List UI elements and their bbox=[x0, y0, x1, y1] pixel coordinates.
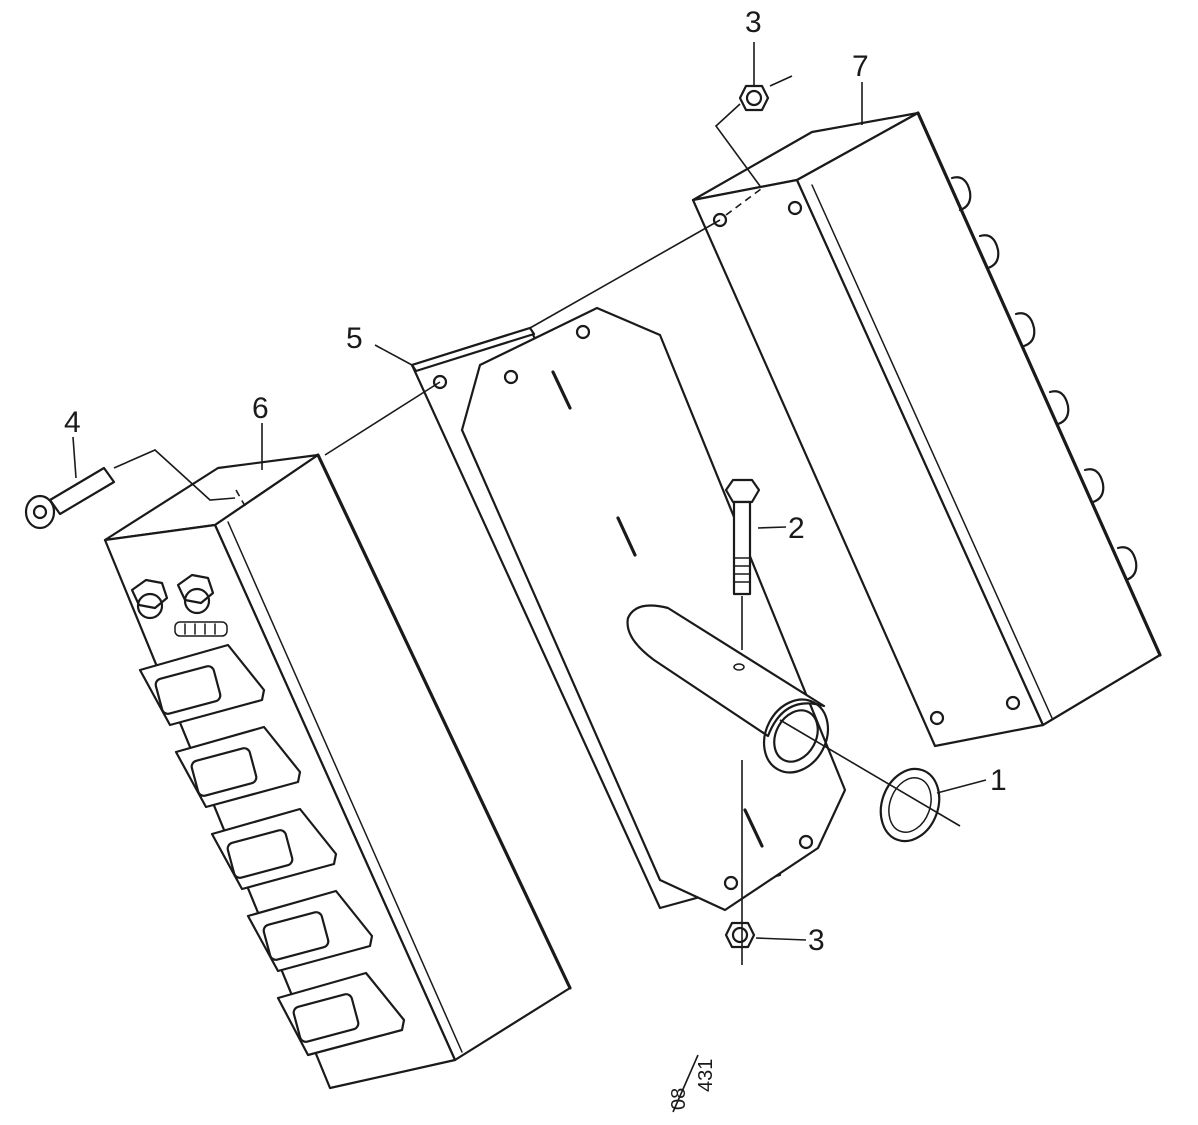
part-3-nut-top bbox=[738, 84, 770, 112]
callout-leaders bbox=[72, 42, 987, 941]
tube bbox=[626, 604, 830, 774]
part-1-retaining-ring bbox=[879, 767, 941, 843]
callout-5: 5 bbox=[346, 322, 363, 355]
part-5-mounting-plate bbox=[410, 306, 847, 912]
part-4-cap-screw bbox=[24, 466, 116, 530]
callout-3-top: 3 bbox=[745, 6, 762, 39]
document-reference: 08 431 bbox=[668, 1054, 717, 1113]
callout-3-bottom: 3 bbox=[808, 924, 825, 957]
callout-2: 2 bbox=[788, 512, 805, 545]
part-3-nut-bottom bbox=[724, 921, 756, 949]
callout-7: 7 bbox=[852, 50, 869, 83]
part-2-hex-bolt bbox=[724, 478, 761, 596]
cable-glands bbox=[130, 573, 228, 637]
callout-4: 4 bbox=[64, 406, 81, 439]
doc-ref-lower: 431 bbox=[695, 1059, 717, 1092]
assembly-lines bbox=[113, 75, 961, 965]
part-7-housing bbox=[691, 111, 1162, 748]
callout-6: 6 bbox=[252, 392, 269, 425]
socket-connectors bbox=[138, 643, 406, 1057]
part-6-housing bbox=[103, 453, 572, 1090]
side-connectors bbox=[950, 176, 1138, 582]
callout-1: 1 bbox=[990, 764, 1007, 797]
